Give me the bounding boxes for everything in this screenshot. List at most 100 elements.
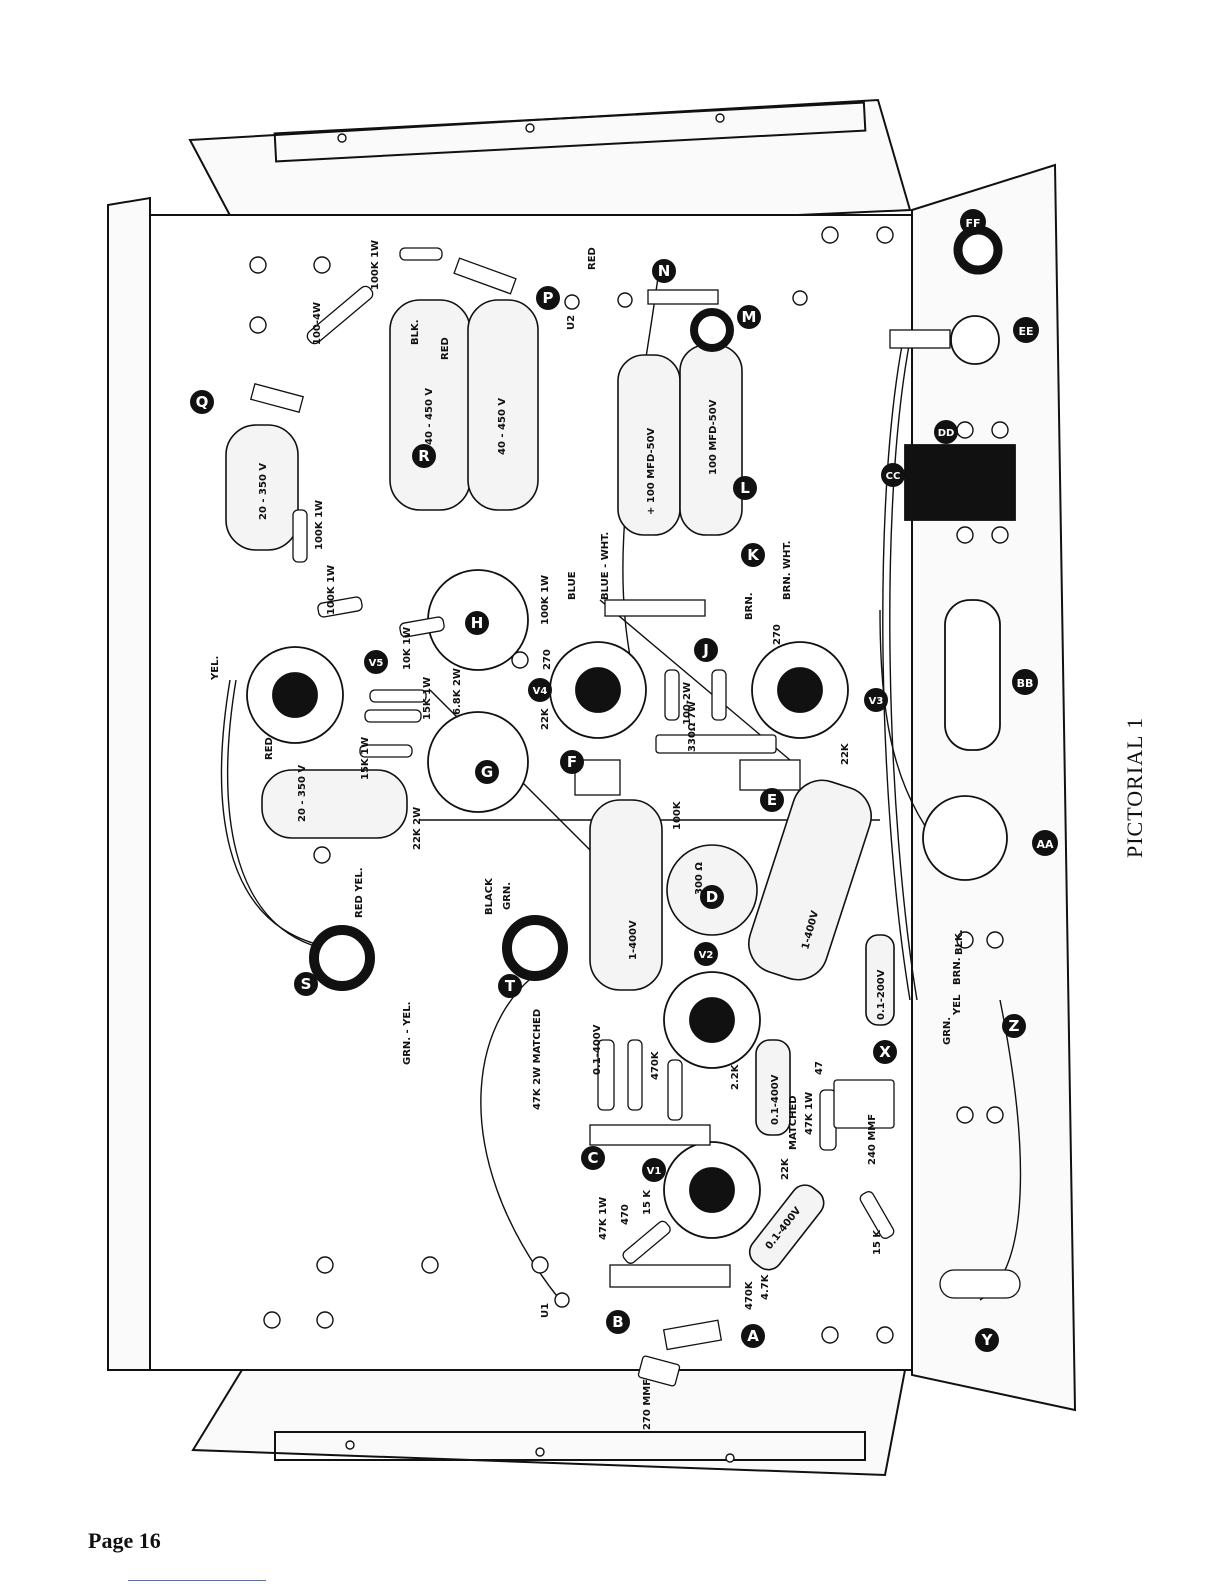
wire-label-brn-wht: BRN. WHT. [782, 541, 793, 600]
svg-text:V5: V5 [369, 658, 384, 669]
marker-e: E [760, 788, 784, 812]
wire-label-grn: GRN. [502, 882, 513, 910]
svg-text:N: N [658, 262, 671, 280]
marker-t: T [498, 974, 522, 998]
svg-text:T: T [505, 977, 516, 995]
resistor-bodies [292, 247, 895, 1387]
cap-20-350-left-body [261, 769, 408, 839]
label-res-470k-a: 470K [650, 1050, 661, 1080]
svg-text:R: R [418, 447, 430, 465]
wire-label-blue: BLUE [567, 571, 578, 600]
wire-label-red-b: RED [440, 337, 451, 360]
label-res-22k-b: 22K [840, 742, 851, 765]
wire-label-red-yel: RED YEL. [354, 867, 365, 918]
socket-v5-core [272, 672, 318, 718]
label-cap-270mmf: 270 MMF [642, 1379, 653, 1430]
cap-20-350-top-body [225, 424, 299, 551]
socket-aa [922, 795, 1008, 881]
cap-40-450-b-body [467, 299, 539, 511]
component-labels: 20 - 350 V 40 - 450 V 40 - 450 V + 100 M… [258, 240, 887, 1430]
lug-reference-labels: U1 U2 [540, 315, 577, 1318]
socket-v4-core [575, 667, 621, 713]
svg-text:C: C [587, 1149, 598, 1167]
svg-text:Y: Y [981, 1331, 994, 1349]
svg-text:H: H [471, 614, 484, 632]
marker-bb: BB [1012, 669, 1038, 695]
wire-label-brn-b: BRN. [952, 958, 963, 986]
wire-label-blk-b: BLK. [954, 929, 965, 955]
jack-ee [950, 315, 1000, 365]
svg-text:V2: V2 [699, 950, 714, 961]
wire-label-grn-yel-a: GRN. - YEL. [402, 1002, 413, 1065]
label-res-15k-b: 15 K [872, 1229, 883, 1255]
label-res-300: 300 Ω [694, 862, 705, 895]
grommet-m [690, 308, 734, 352]
label-matched: MATCHED [788, 1095, 799, 1150]
svg-text:E: E [767, 791, 777, 809]
cap-1-400-a-body [589, 799, 663, 991]
label-res-100k-1w-d: 100K 1W [540, 575, 551, 625]
marker-v2: V2 [694, 942, 718, 966]
marker-l: L [733, 476, 757, 500]
label-res-330: 330Ω 7W [687, 701, 698, 752]
marker-aa: AA [1032, 830, 1058, 856]
label-res-100k: 100K [672, 800, 683, 830]
top-flange-slot [273, 101, 867, 163]
svg-text:S: S [301, 975, 312, 993]
marker-b: B [606, 1310, 630, 1334]
marker-v4: V4 [528, 678, 552, 702]
wire-label-blk: BLK. [410, 319, 421, 345]
svg-text:Z: Z [1009, 1017, 1020, 1035]
label-res-2-2k: 2.2K [730, 1063, 741, 1090]
label-res-15k-1w-a: 15K 1W [422, 677, 433, 720]
label-cap-0-1-400-a: 0.1-400V [770, 1074, 781, 1125]
grommet-s [309, 925, 375, 991]
marker-k: K [741, 543, 765, 567]
label-u1: U1 [540, 1303, 551, 1318]
label-res-10k: 10K 1W [402, 627, 413, 670]
label-cap-20-350-top: 20 - 350 V [258, 463, 269, 520]
label-cap-100mfd-b: 100 MFD-50V [708, 399, 719, 475]
wire-label-brn: BRN. [744, 593, 755, 621]
label-res-22k-c: 22K [780, 1157, 791, 1180]
label-res-100k-1w-a: 100K 1W [370, 240, 381, 290]
marker-j: J [694, 638, 718, 662]
transformer-cc-dd [904, 444, 1016, 521]
marker-ee: EE [1013, 317, 1039, 343]
label-res-270-a: 270 [542, 649, 553, 670]
svg-text:G: G [481, 763, 493, 781]
label-res-4-7k: 4.7K [760, 1273, 771, 1300]
label-cap-100mfd-a: + 100 MFD-50V [646, 427, 657, 515]
label-res-100k-1w-b: 100K 1W [314, 500, 325, 550]
svg-text:V4: V4 [533, 686, 548, 697]
marker-q: Q [190, 390, 214, 414]
marker-z: Z [1002, 1014, 1026, 1038]
tube-markers: V1 V2 V3 V4 V5 [364, 650, 888, 1182]
label-res-47k-2w-matched: 47K 2W MATCHED [532, 1009, 543, 1110]
label-cap-1-400-a: 1-400V [628, 920, 639, 960]
wire-label-yel-b: YEL [952, 994, 963, 1016]
wire-label-yel: YEL. [210, 656, 221, 681]
label-res-47k-1w-b: 47K 1W [804, 1092, 815, 1135]
label-res-270-b: 270 [772, 624, 783, 645]
marker-y: Y [975, 1328, 999, 1352]
wire-label-red-a: RED [587, 247, 598, 270]
socket-v3-core [777, 667, 823, 713]
socket-v2-core [689, 997, 735, 1043]
marker-c: C [581, 1146, 605, 1170]
marker-h: H [465, 611, 489, 635]
label-res-100-2w: 100-2W [682, 682, 693, 725]
svg-text:V3: V3 [869, 696, 884, 707]
cap-0-1-400-b-body [748, 1184, 825, 1271]
lug-strips [249, 257, 1021, 1351]
svg-text:Q: Q [196, 393, 209, 411]
svg-text:J: J [702, 641, 709, 659]
marker-v5: V5 [364, 650, 388, 674]
label-res-22k-2w: 22K 2W [412, 807, 423, 850]
marker-ff: FF [960, 209, 986, 235]
wire-label-blue-wht: BLUE - WHT. [600, 532, 611, 600]
marker-cc: CC [881, 463, 905, 487]
label-res-22k-a: 22K [540, 707, 551, 730]
label-res-47: 47 [814, 1061, 825, 1075]
